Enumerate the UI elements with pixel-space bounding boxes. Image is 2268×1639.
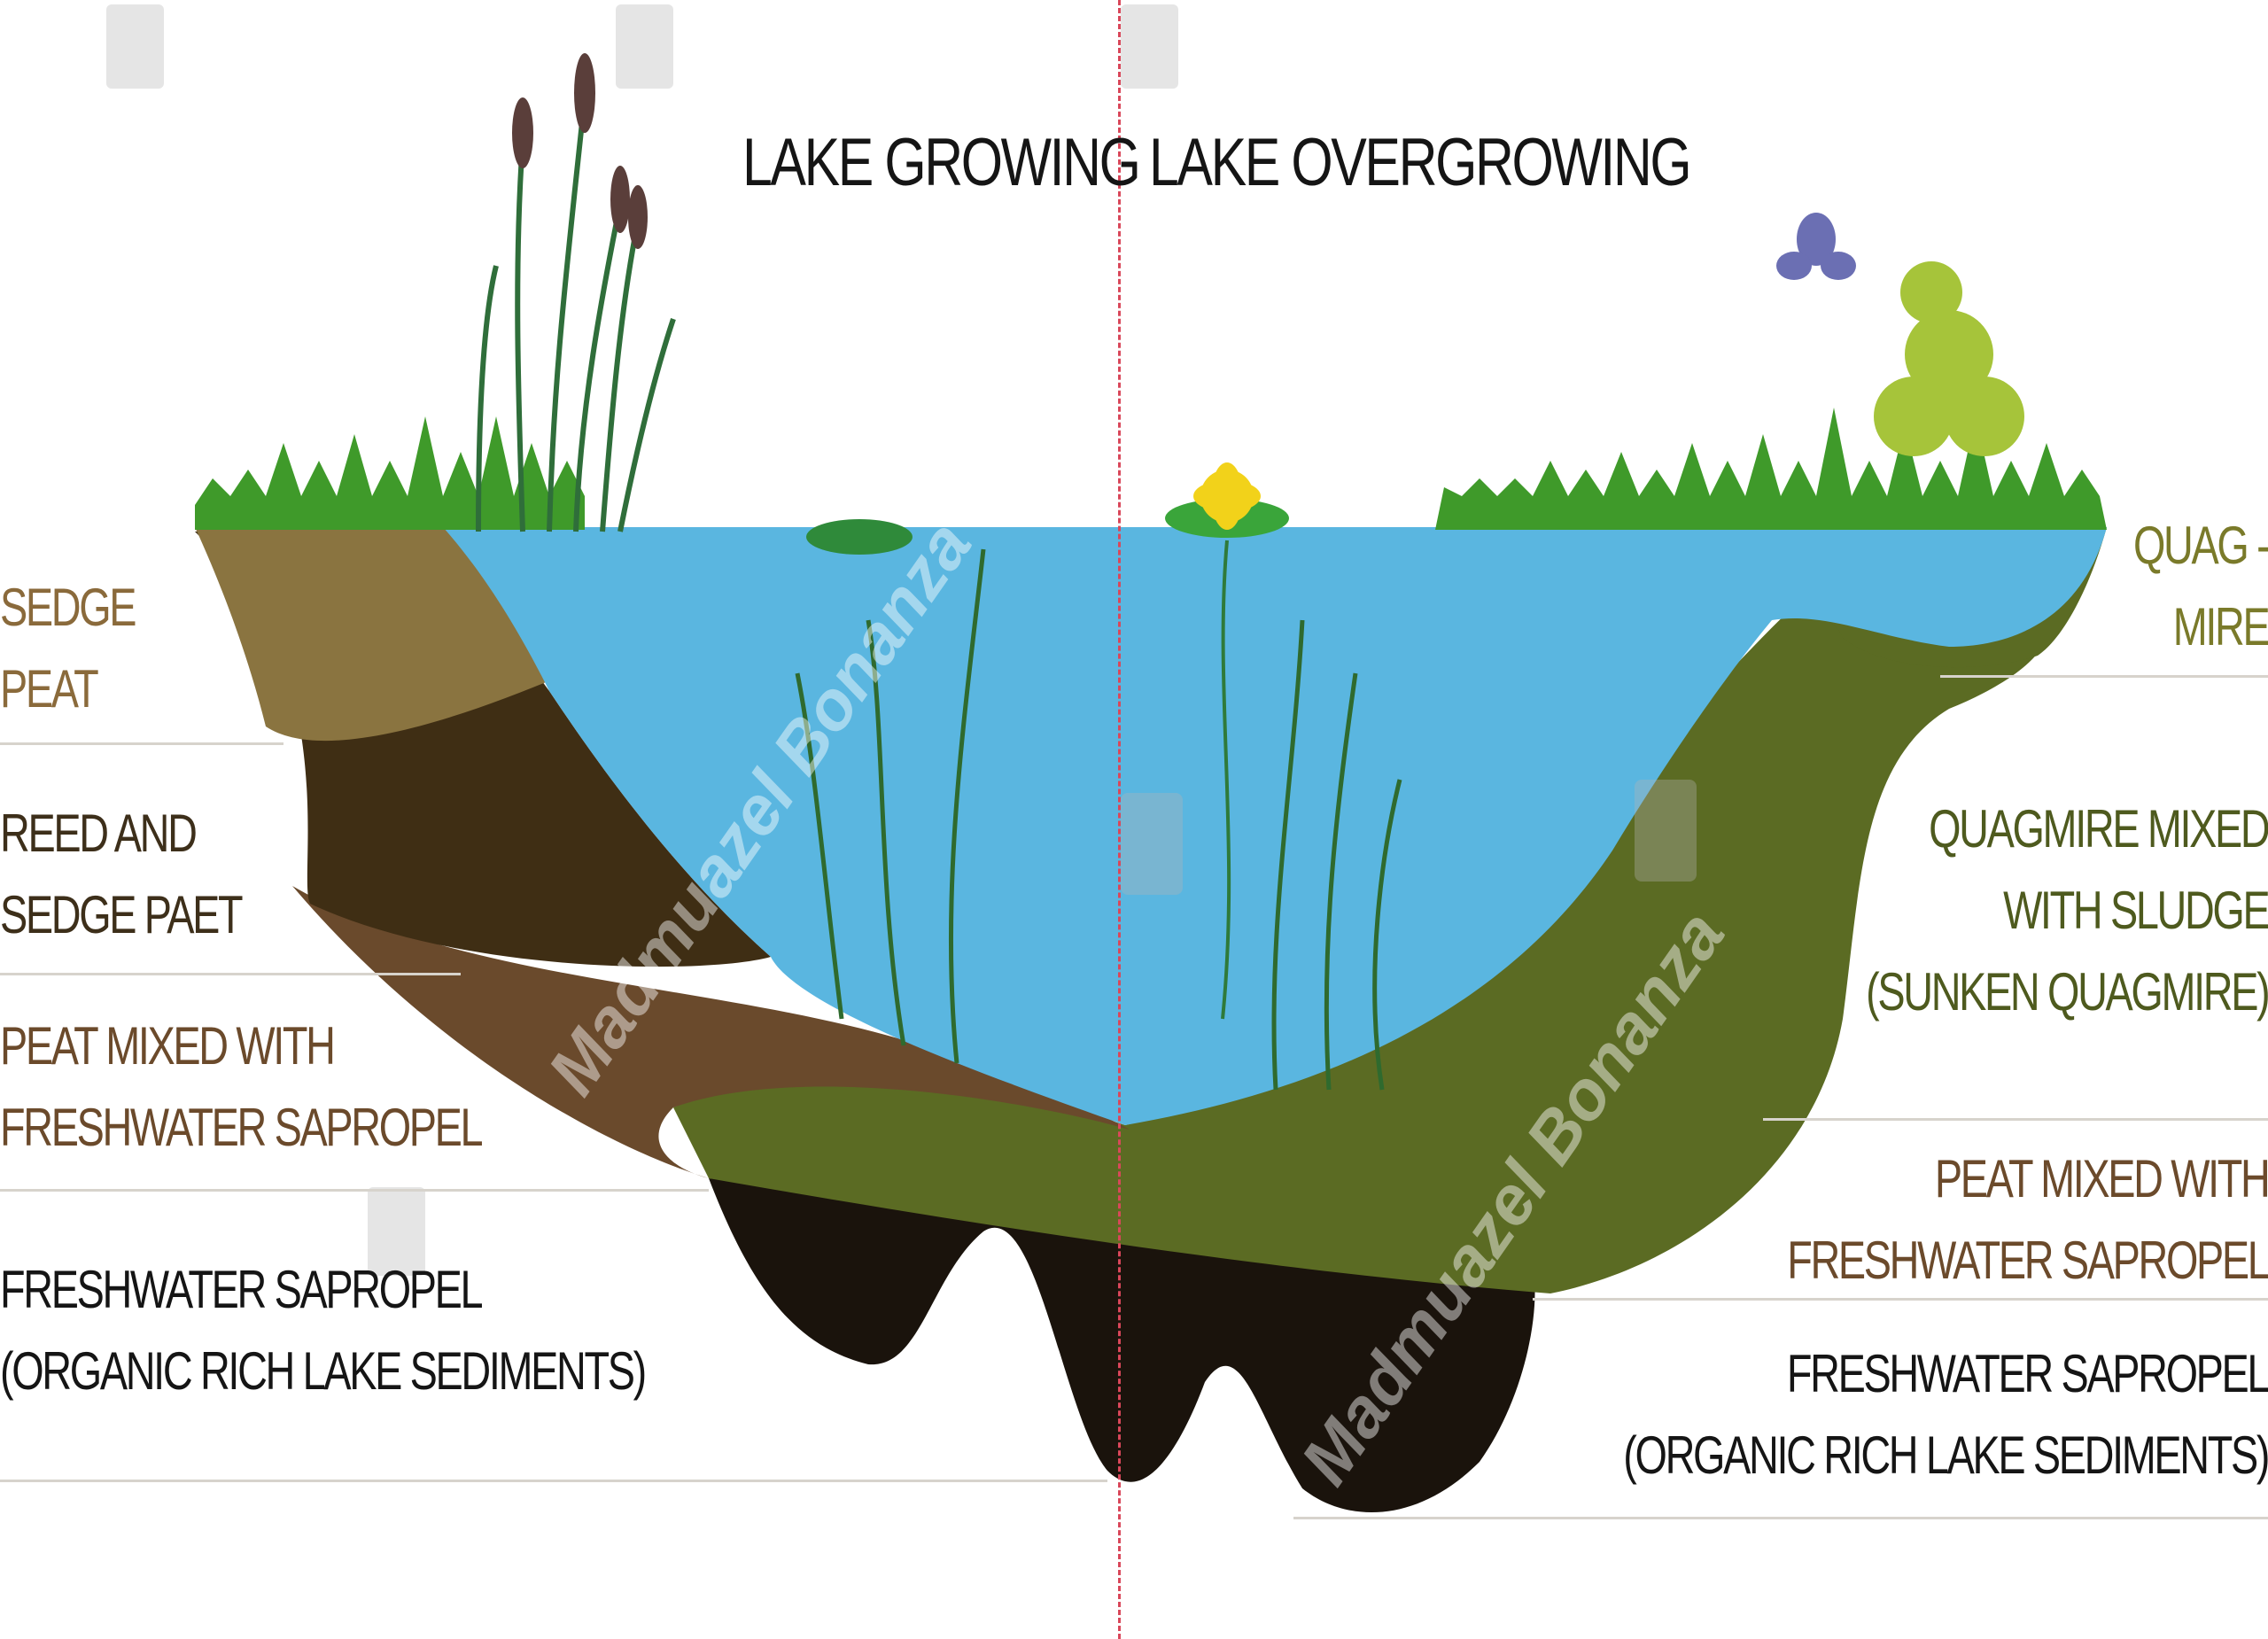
left-label-2: REED AND SEDGE PAET bbox=[0, 793, 244, 956]
right-label-1: QUAG - MIRE bbox=[2133, 505, 2268, 668]
reed-plants bbox=[476, 97, 676, 532]
sedge-peat-layer bbox=[195, 527, 567, 742]
grass-left bbox=[195, 416, 585, 530]
left-label-1-line-1: SEDGE bbox=[0, 578, 136, 637]
left-label-1-line-2: PEAT bbox=[0, 659, 99, 719]
submerged-plants bbox=[795, 548, 1402, 1091]
watermark-logos bbox=[106, 4, 1697, 1276]
water-lily-stem bbox=[1221, 540, 1231, 1020]
left-rule-3 bbox=[0, 1189, 709, 1192]
reed-heads bbox=[512, 53, 648, 249]
right-label-1-line-1: QUAG - bbox=[2132, 516, 2268, 575]
peat-sapropel-layer bbox=[292, 886, 1130, 1178]
left-label-3: PEAT MIXED WITH FRESHWATER SAPROPEL bbox=[0, 1006, 484, 1169]
right-label-2-line-2: WITH SLUDGE bbox=[2002, 881, 2268, 940]
left-label-3-line-2: FRESHWATER SAPROPEL bbox=[0, 1098, 484, 1157]
right-label-3-line-2: FRESHWATER SAPROPEL bbox=[1786, 1231, 2268, 1290]
lake-water bbox=[443, 527, 2107, 1125]
iris-flower-icon bbox=[1776, 213, 1856, 280]
water-lily-flower-icon bbox=[1193, 462, 1261, 530]
left-label-4: FRESHWATER SAPROPEL (ORGANIC RICH LAKE SE… bbox=[0, 1249, 647, 1412]
right-label-3: PEAT MIXED WITH FRESHWATER SAPROPEL bbox=[1787, 1138, 2268, 1301]
title-lake-growing: LAKE GROWING bbox=[742, 125, 1141, 200]
grass-right bbox=[1435, 408, 2107, 530]
left-label-4-line-1: FRESHWATER SAPROPEL bbox=[0, 1260, 484, 1319]
right-label-4-line-1: FRESHWATER SAPROPEL bbox=[1786, 1344, 2268, 1403]
right-rule-1 bbox=[1940, 675, 2268, 678]
right-label-2: QUAGMIRE MIXED WITH SLUDGE (SUNKEN QUAGMIR… bbox=[1866, 788, 2268, 1033]
left-rule-2 bbox=[0, 973, 461, 975]
right-rule-2 bbox=[1763, 1118, 2268, 1121]
left-label-2-line-1: REED AND bbox=[0, 804, 198, 863]
right-label-1-line-2: MIRE bbox=[2172, 597, 2268, 656]
right-label-4-line-2: (ORGANIC RICH LAKE SEDIMENTS) bbox=[1623, 1425, 2268, 1485]
quagmire-sludge-layer bbox=[673, 560, 2047, 1293]
yellow-bush-icon bbox=[1874, 261, 2024, 456]
right-label-4: FRESHWATER SAPROPEL (ORGANIC RICH LAKE SE… bbox=[1623, 1333, 2268, 1496]
right-label-3-line-1: PEAT MIXED WITH bbox=[1934, 1149, 2268, 1208]
lily-pad-icon bbox=[806, 519, 913, 555]
left-label-3-line-1: PEAT MIXED WITH bbox=[0, 1016, 336, 1076]
left-rule-4 bbox=[0, 1480, 1107, 1482]
left-rule-1 bbox=[0, 742, 284, 745]
right-rule-3 bbox=[1533, 1298, 2268, 1301]
right-label-2-line-1: QUAGMIRE MIXED bbox=[1928, 799, 2268, 858]
left-label-2-line-2: SEDGE PAET bbox=[0, 885, 244, 944]
title-lake-overgrowing: LAKE OVERGROWING bbox=[1149, 125, 1692, 200]
divider-line bbox=[1118, 0, 1121, 1639]
left-label-1: SEDGE PEAT bbox=[0, 567, 136, 730]
right-label-2-line-3: (SUNKEN QUAGMIRE) bbox=[1865, 962, 2268, 1021]
left-label-4-line-2: (ORGANIC RICH LAKE SEDIMENTS) bbox=[0, 1341, 647, 1401]
right-rule-4 bbox=[1293, 1517, 2268, 1519]
